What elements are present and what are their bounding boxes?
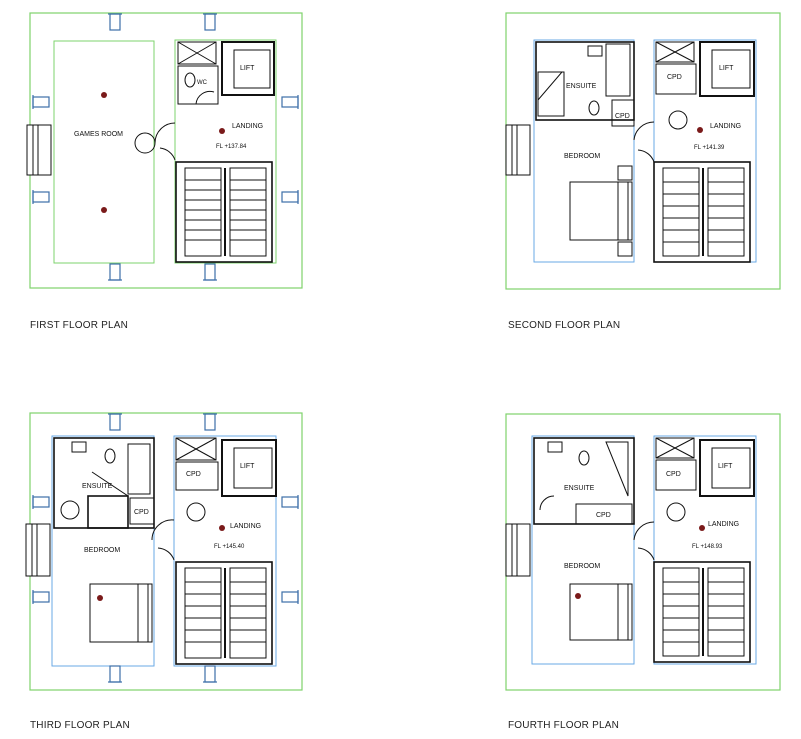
lift-label: LIFT (719, 65, 734, 72)
smoke-detectors (97, 525, 225, 601)
service-riser (177, 41, 217, 65)
service-riser (655, 437, 695, 459)
first-floor-caption: FIRST FLOOR PLAN (30, 320, 129, 331)
games-room-label: GAMES ROOM (74, 131, 123, 138)
door-swings (60, 500, 206, 561)
cpd-cupboard-a (129, 497, 155, 525)
door-swings (633, 110, 688, 163)
third-floor-plan: ENSUITE CPD CPD LIFT LANDING FL +145.40 … (0, 400, 400, 700)
landing-label: LANDING (710, 123, 741, 130)
cpd-label-b: CPD (667, 74, 682, 81)
cpd-label-a: CPD (615, 113, 630, 120)
staircase (175, 561, 273, 665)
door-swings (633, 502, 686, 561)
bay-window (505, 523, 531, 577)
floor-level-label: FL +148.93 (692, 544, 723, 550)
core-outline (653, 435, 757, 665)
cpd-cupboard-b (655, 63, 697, 95)
bay-window (25, 523, 51, 577)
third-floor-drawing: ENSUITE CPD CPD LIFT LANDING FL +145.40 … (25, 412, 303, 691)
lift-label: LIFT (240, 463, 255, 470)
lift-shaft (221, 439, 277, 497)
smoke-detectors (101, 92, 225, 213)
cpd-cupboard-a (575, 503, 633, 525)
fourth-floor-caption: FOURTH FLOOR PLAN (508, 720, 620, 731)
lift-shaft (699, 41, 755, 97)
lift-shaft (221, 41, 275, 96)
floor-level-label: FL +141.39 (694, 145, 725, 151)
site-boundary (29, 412, 303, 691)
staircase (653, 561, 751, 663)
ensuite-label: ENSUITE (564, 485, 595, 492)
cpd-label-b: CPD (186, 471, 201, 478)
core-outline (174, 39, 277, 264)
core-outline (173, 435, 277, 667)
staircase (653, 161, 751, 263)
cpd-label-a: CPD (596, 512, 611, 519)
smoke-detector (697, 127, 703, 133)
bedroom-outline (531, 435, 635, 665)
bedroom-label: BEDROOM (564, 563, 600, 570)
site-boundary (505, 413, 781, 691)
landing-label: LANDING (708, 521, 739, 528)
floor-level-label: FL +145.40 (214, 544, 245, 550)
landing-label: LANDING (232, 123, 263, 130)
first-floor-plan: GAMES ROOM WC LIFT LANDING FL +137.84 (0, 0, 400, 300)
bedroom-outline (533, 39, 635, 263)
bed (569, 165, 633, 257)
ensuite-room (533, 437, 635, 525)
second-floor-drawing: ENSUITE CPD CPD LIFT LANDING FL +141.39 … (505, 12, 781, 290)
bed (89, 583, 153, 643)
ensuite-room (53, 437, 155, 529)
bedroom-label: BEDROOM (84, 547, 120, 554)
wc-label: WC (197, 80, 208, 86)
landing-label: LANDING (230, 523, 261, 530)
third-floor-caption: THIRD FLOOR PLAN (30, 720, 130, 731)
bedroom-outline (51, 435, 155, 667)
floor-level-label: FL +137.84 (216, 144, 247, 150)
cpd-cupboard-a (611, 99, 635, 127)
cpd-label-a: CPD (134, 509, 149, 516)
fourth-floor-plan: ENSUITE CPD CPD LIFT LANDING FL +148.93 … (478, 400, 788, 700)
ensuite-label: ENSUITE (566, 83, 597, 90)
lift-label: LIFT (718, 463, 733, 470)
smoke-detectors (575, 525, 705, 599)
cpd-label-b: CPD (666, 471, 681, 478)
window-units (32, 413, 299, 683)
first-floor-drawing: GAMES ROOM WC LIFT LANDING FL +137.84 (26, 12, 303, 289)
bed (569, 583, 633, 641)
cpd-cupboard-b (655, 459, 697, 491)
lift-shaft (699, 439, 755, 497)
window-units (32, 13, 299, 281)
door-swings (134, 122, 176, 161)
bedroom-label: BEDROOM (564, 153, 600, 160)
staircase (175, 161, 273, 263)
site-boundary (29, 12, 303, 289)
wc-room (177, 65, 219, 105)
second-floor-caption: SECOND FLOOR PLAN (508, 320, 621, 331)
games-room-outline (53, 40, 155, 264)
bay-window (26, 124, 52, 176)
cpd-cupboard-b (175, 461, 219, 491)
bay-window (505, 124, 531, 176)
ensuite-label: ENSUITE (82, 483, 113, 490)
lift-label: LIFT (240, 65, 255, 72)
service-riser (175, 437, 217, 461)
fourth-floor-drawing: ENSUITE CPD CPD LIFT LANDING FL +148.93 … (505, 413, 781, 691)
service-riser (655, 41, 695, 63)
ensuite-room (535, 41, 635, 121)
second-floor-plan: ENSUITE CPD CPD LIFT LANDING FL +141.39 … (478, 0, 788, 300)
